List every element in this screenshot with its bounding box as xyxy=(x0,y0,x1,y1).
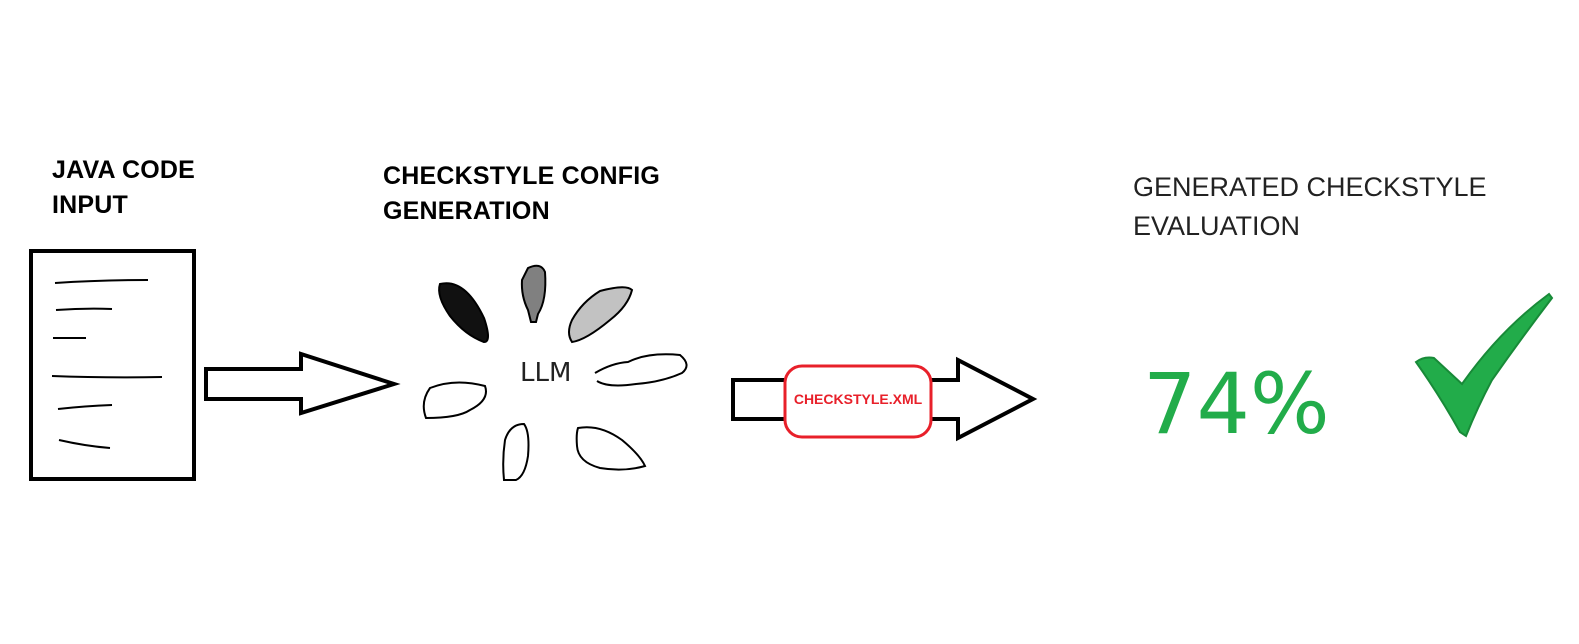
xml-file-label: CHECKSTYLE.XML xyxy=(793,391,923,407)
stage-title-evaluation: GENERATED CHECKSTYLE EVALUATION xyxy=(1133,168,1487,246)
evaluation-score: 74% xyxy=(1143,355,1330,453)
stage-title-config-generation: CHECKSTYLE CONFIG GENERATION xyxy=(383,159,660,229)
arrow-icon xyxy=(204,351,401,416)
llm-label: LLM xyxy=(520,358,572,388)
title-line: INPUT xyxy=(52,191,128,219)
title-line: GENERATION xyxy=(383,197,550,225)
title-line: JAVA CODE xyxy=(52,156,196,184)
xml-file-badge xyxy=(783,364,933,439)
title-line: GENERATED CHECKSTYLE xyxy=(1133,172,1487,202)
title-line: CHECKSTYLE CONFIG xyxy=(383,162,661,190)
checkmark-icon xyxy=(1414,292,1554,438)
stage-title-java-input: JAVA CODE INPUT xyxy=(52,153,195,223)
llm-spinner-icon xyxy=(422,264,688,481)
title-line: EVALUATION xyxy=(1133,211,1301,241)
code-document-icon xyxy=(29,249,196,481)
